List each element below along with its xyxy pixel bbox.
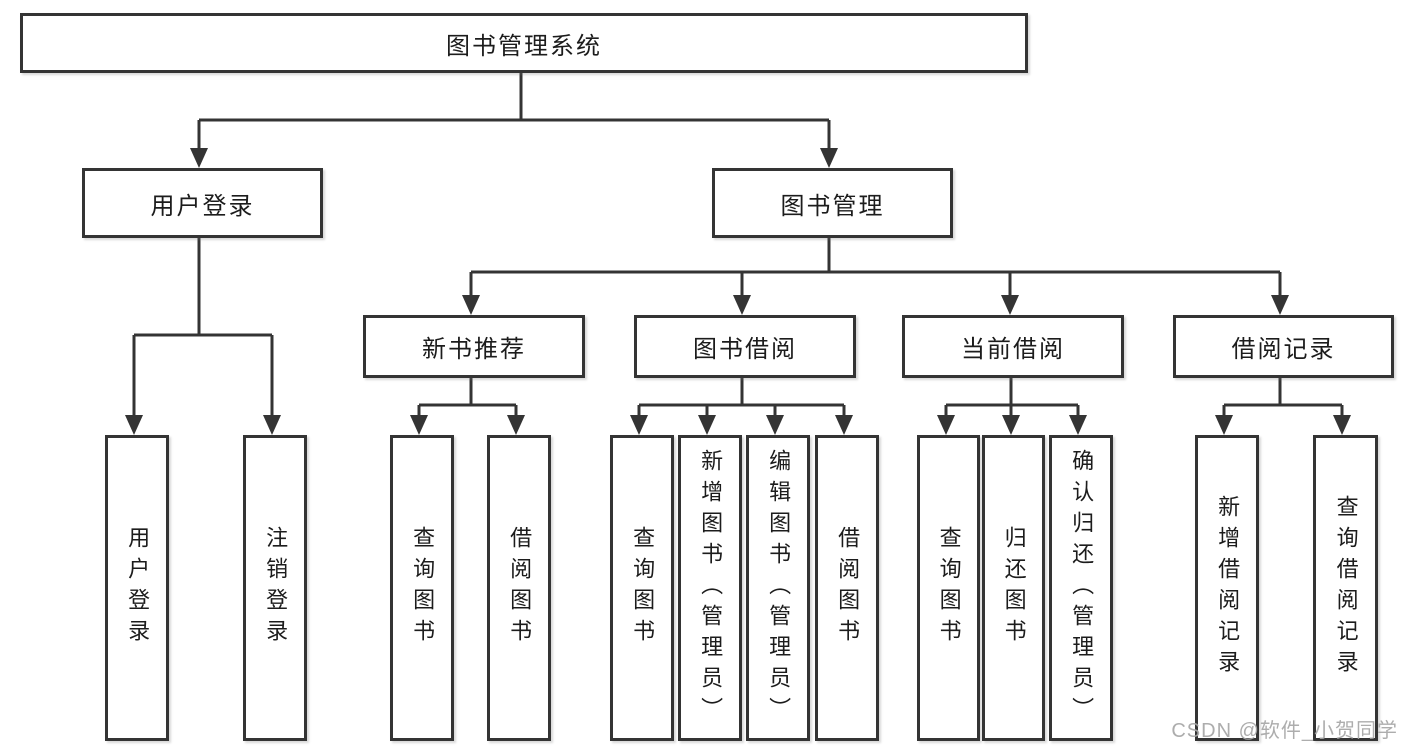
leaf-logout: 注销登录 bbox=[243, 435, 307, 741]
leaf-label: 归还图书 bbox=[1001, 526, 1027, 650]
node-book-borrowing: 图书借阅 bbox=[634, 315, 856, 378]
watermark: CSDN @软件_小贺同学 bbox=[1171, 720, 1398, 742]
leaf-label: 新增借阅记录 bbox=[1215, 495, 1241, 681]
leaf-nb-borrow-books: 借阅图书 bbox=[487, 435, 551, 741]
leaf-user-login: 用户登录 bbox=[105, 435, 169, 741]
leaf-bb-borrow-books: 借阅图书 bbox=[815, 435, 879, 741]
leaf-cb-confirm-return-admin: 确认归还（管理员） bbox=[1049, 435, 1113, 741]
leaf-nb-query-books: 查询图书 bbox=[390, 435, 454, 741]
leaf-label: 查询借阅记录 bbox=[1333, 495, 1359, 681]
node-book-management: 图书管理 bbox=[712, 168, 953, 238]
leaf-cb-return-books: 归还图书 bbox=[982, 435, 1045, 741]
leaf-br-query-record: 查询借阅记录 bbox=[1313, 435, 1378, 741]
leaf-bb-add-books-admin: 新增图书（管理员） bbox=[678, 435, 742, 741]
node-current-borrowing: 当前借阅 bbox=[902, 315, 1124, 378]
node-library-management-system: 图书管理系统 bbox=[20, 13, 1028, 73]
leaf-cb-query-books: 查询图书 bbox=[917, 435, 980, 741]
leaf-label: 新增图书（管理员） bbox=[698, 448, 724, 728]
node-user-login: 用户登录 bbox=[82, 168, 323, 238]
leaf-label: 用户登录 bbox=[125, 526, 151, 650]
tree-edges bbox=[132, 67, 1344, 418]
leaf-bb-query-books: 查询图书 bbox=[610, 435, 674, 741]
leaf-label: 确认归还（管理员） bbox=[1069, 448, 1095, 728]
leaf-label: 注销登录 bbox=[263, 526, 289, 650]
node-borrowing-records: 借阅记录 bbox=[1173, 315, 1394, 378]
leaf-label: 查询图书 bbox=[630, 526, 656, 650]
leaf-label: 查询图书 bbox=[410, 526, 436, 650]
leaf-label: 编辑图书（管理员） bbox=[766, 448, 792, 728]
leaf-label: 借阅图书 bbox=[835, 526, 861, 650]
leaf-bb-edit-books-admin: 编辑图书（管理员） bbox=[746, 435, 810, 741]
leaf-label: 借阅图书 bbox=[507, 526, 533, 650]
leaf-br-add-record: 新增借阅记录 bbox=[1195, 435, 1259, 741]
arrowheads bbox=[125, 148, 1351, 435]
leaf-label: 查询图书 bbox=[936, 526, 962, 650]
node-new-book-recommendation: 新书推荐 bbox=[363, 315, 585, 378]
